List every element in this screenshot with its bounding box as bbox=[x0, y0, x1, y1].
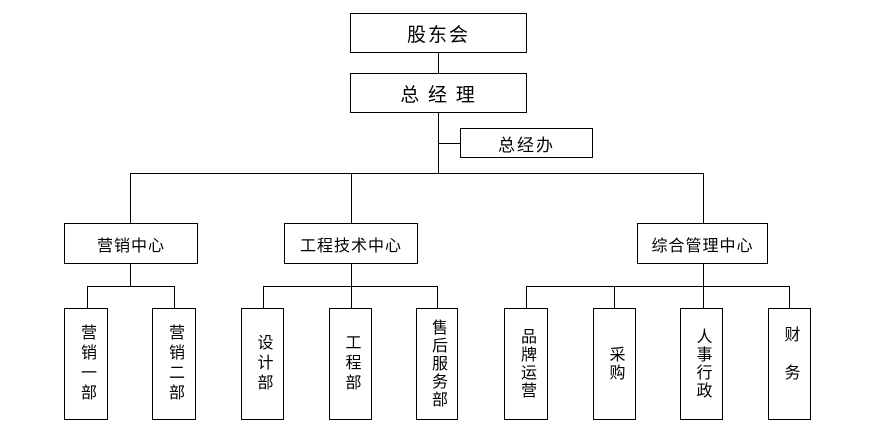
node-finance-label: 财务 bbox=[781, 326, 799, 402]
node-marketing-dept-1-label: 营销一部 bbox=[78, 324, 95, 404]
connector-drop-marketing-center bbox=[130, 173, 131, 223]
node-marketing-dept-2: 营销二部 bbox=[152, 308, 196, 420]
node-gm-office: 总经办 bbox=[460, 128, 593, 158]
node-shareholders-label: 股东会 bbox=[406, 24, 470, 46]
connector-marketing-stem bbox=[130, 264, 131, 287]
connector-main-bus bbox=[130, 173, 704, 174]
node-procurement-label: 采购 bbox=[606, 346, 624, 382]
node-marketing-center: 营销中心 bbox=[64, 223, 198, 264]
node-engineering-center-label: 工程技术中心 bbox=[299, 237, 402, 255]
node-hr-admin-label: 人事行政 bbox=[693, 328, 711, 400]
connector-shareholders-gm bbox=[438, 53, 439, 73]
node-hr-admin: 人事行政 bbox=[680, 308, 723, 420]
node-shareholders: 股东会 bbox=[350, 13, 527, 53]
connector-drop-marketing-dept-2 bbox=[174, 286, 175, 308]
connector-drop-brand-operations bbox=[526, 286, 527, 308]
node-general-manager: 总 经 理 bbox=[350, 73, 527, 113]
node-aftersales-dept: 售后服务部 bbox=[416, 308, 458, 420]
node-brand-operations: 品牌运营 bbox=[504, 308, 548, 420]
connector-gm-office-stub bbox=[438, 143, 460, 144]
node-admin-center-label: 综合管理中心 bbox=[651, 237, 754, 255]
node-general-manager-label: 总 经 理 bbox=[400, 84, 477, 106]
connector-drop-procurement bbox=[614, 286, 615, 308]
connector-engineering-bus bbox=[263, 286, 437, 287]
connector-drop-aftersales-dept bbox=[437, 286, 438, 308]
node-marketing-dept-1: 营销一部 bbox=[64, 308, 108, 420]
node-gm-office-label: 总经办 bbox=[498, 135, 555, 155]
connector-marketing-bus bbox=[87, 286, 175, 287]
node-admin-center: 综合管理中心 bbox=[637, 223, 768, 264]
node-engineering-dept: 工程部 bbox=[329, 308, 372, 420]
node-brand-operations-label: 品牌运营 bbox=[518, 328, 535, 400]
node-engineering-center: 工程技术中心 bbox=[284, 223, 418, 264]
node-procurement: 采购 bbox=[593, 308, 636, 420]
node-design-dept-label: 设计部 bbox=[254, 334, 272, 394]
connector-admin-bus bbox=[526, 286, 790, 287]
connector-drop-admin-center bbox=[703, 173, 704, 223]
connector-drop-design-dept bbox=[263, 286, 264, 308]
node-marketing-center-label: 营销中心 bbox=[96, 237, 165, 255]
connector-drop-marketing-dept-1 bbox=[87, 286, 88, 308]
node-marketing-dept-2-label: 营销二部 bbox=[166, 324, 183, 404]
connector-drop-finance bbox=[789, 286, 790, 308]
node-aftersales-dept-label: 售后服务部 bbox=[429, 319, 446, 409]
connector-drop-engineering-center bbox=[351, 173, 352, 223]
node-finance: 财务 bbox=[768, 308, 811, 420]
node-design-dept: 设计部 bbox=[241, 308, 284, 420]
node-engineering-dept-label: 工程部 bbox=[342, 334, 360, 394]
